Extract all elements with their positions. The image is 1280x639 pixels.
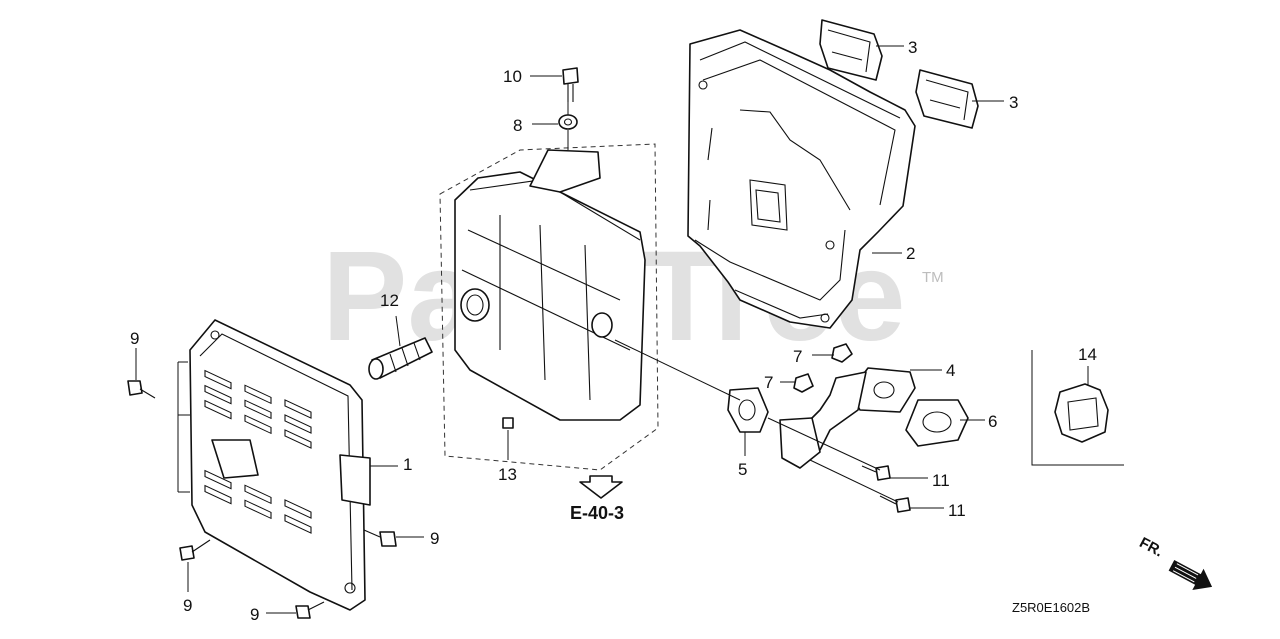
assembly-outline bbox=[439, 143, 659, 471]
nut-icon[interactable] bbox=[793, 373, 814, 393]
reference-label[interactable]: E-40-3 bbox=[570, 503, 624, 523]
callout-13: 13 bbox=[498, 465, 517, 484]
callout-8: 8 bbox=[513, 116, 522, 135]
callout-3b: 3 bbox=[1009, 93, 1018, 112]
callout-14: 14 bbox=[1078, 345, 1097, 364]
muffler-bracket bbox=[529, 149, 601, 193]
callout-10: 10 bbox=[503, 67, 522, 86]
callout-9a: 9 bbox=[130, 329, 139, 348]
diagram-code: Z5R0E1602B bbox=[1012, 600, 1090, 615]
callout-5: 5 bbox=[738, 460, 747, 479]
callout-3a: 3 bbox=[908, 38, 917, 57]
gasket-part-5[interactable] bbox=[727, 387, 769, 433]
bolt-icon[interactable] bbox=[179, 539, 211, 561]
callout-11a: 11 bbox=[932, 471, 950, 490]
bolt-icon[interactable] bbox=[295, 601, 325, 619]
callout-4: 4 bbox=[946, 361, 955, 380]
arrow-down-icon bbox=[579, 475, 623, 499]
watermark-trademark: TM bbox=[922, 269, 944, 286]
callout-6: 6 bbox=[988, 412, 997, 431]
muffler-body[interactable] bbox=[454, 149, 646, 421]
muffler-protector-part-2[interactable] bbox=[687, 29, 916, 329]
gasket-part-14[interactable] bbox=[1054, 383, 1109, 443]
leader-lines bbox=[135, 45, 1089, 614]
muffler-cover-part-1[interactable] bbox=[189, 319, 371, 611]
bolt-icon[interactable] bbox=[879, 495, 911, 513]
callout-11b: 11 bbox=[948, 501, 966, 520]
washer-icon[interactable] bbox=[558, 114, 578, 130]
callout-12: 12 bbox=[380, 291, 399, 310]
callout-7b: 7 bbox=[764, 373, 773, 392]
bolt-icon[interactable] bbox=[127, 380, 156, 399]
bolt-icon[interactable] bbox=[502, 417, 514, 429]
nut-icon[interactable] bbox=[831, 343, 853, 363]
cover-bracket-line bbox=[177, 361, 190, 493]
spark-arrester-part-12[interactable] bbox=[368, 337, 433, 380]
callout-9c: 9 bbox=[183, 596, 192, 615]
callout-9b: 9 bbox=[430, 529, 439, 548]
cover-vents bbox=[204, 369, 312, 534]
direction-label: FR. bbox=[1136, 534, 1165, 560]
part-14-box bbox=[1031, 350, 1124, 466]
callout-9d: 9 bbox=[250, 605, 259, 624]
callout-2: 2 bbox=[906, 244, 915, 263]
front-arrow-icon bbox=[1168, 560, 1213, 590]
callout-7a: 7 bbox=[793, 347, 802, 366]
heat-plate-part-3-upper[interactable] bbox=[819, 19, 883, 81]
callout-1: 1 bbox=[403, 455, 412, 474]
bolt-icon[interactable] bbox=[363, 529, 397, 547]
gasket-part-6[interactable] bbox=[905, 399, 969, 447]
bolt-icon[interactable] bbox=[562, 67, 579, 102]
heat-plate-part-3-lower[interactable] bbox=[915, 69, 979, 129]
